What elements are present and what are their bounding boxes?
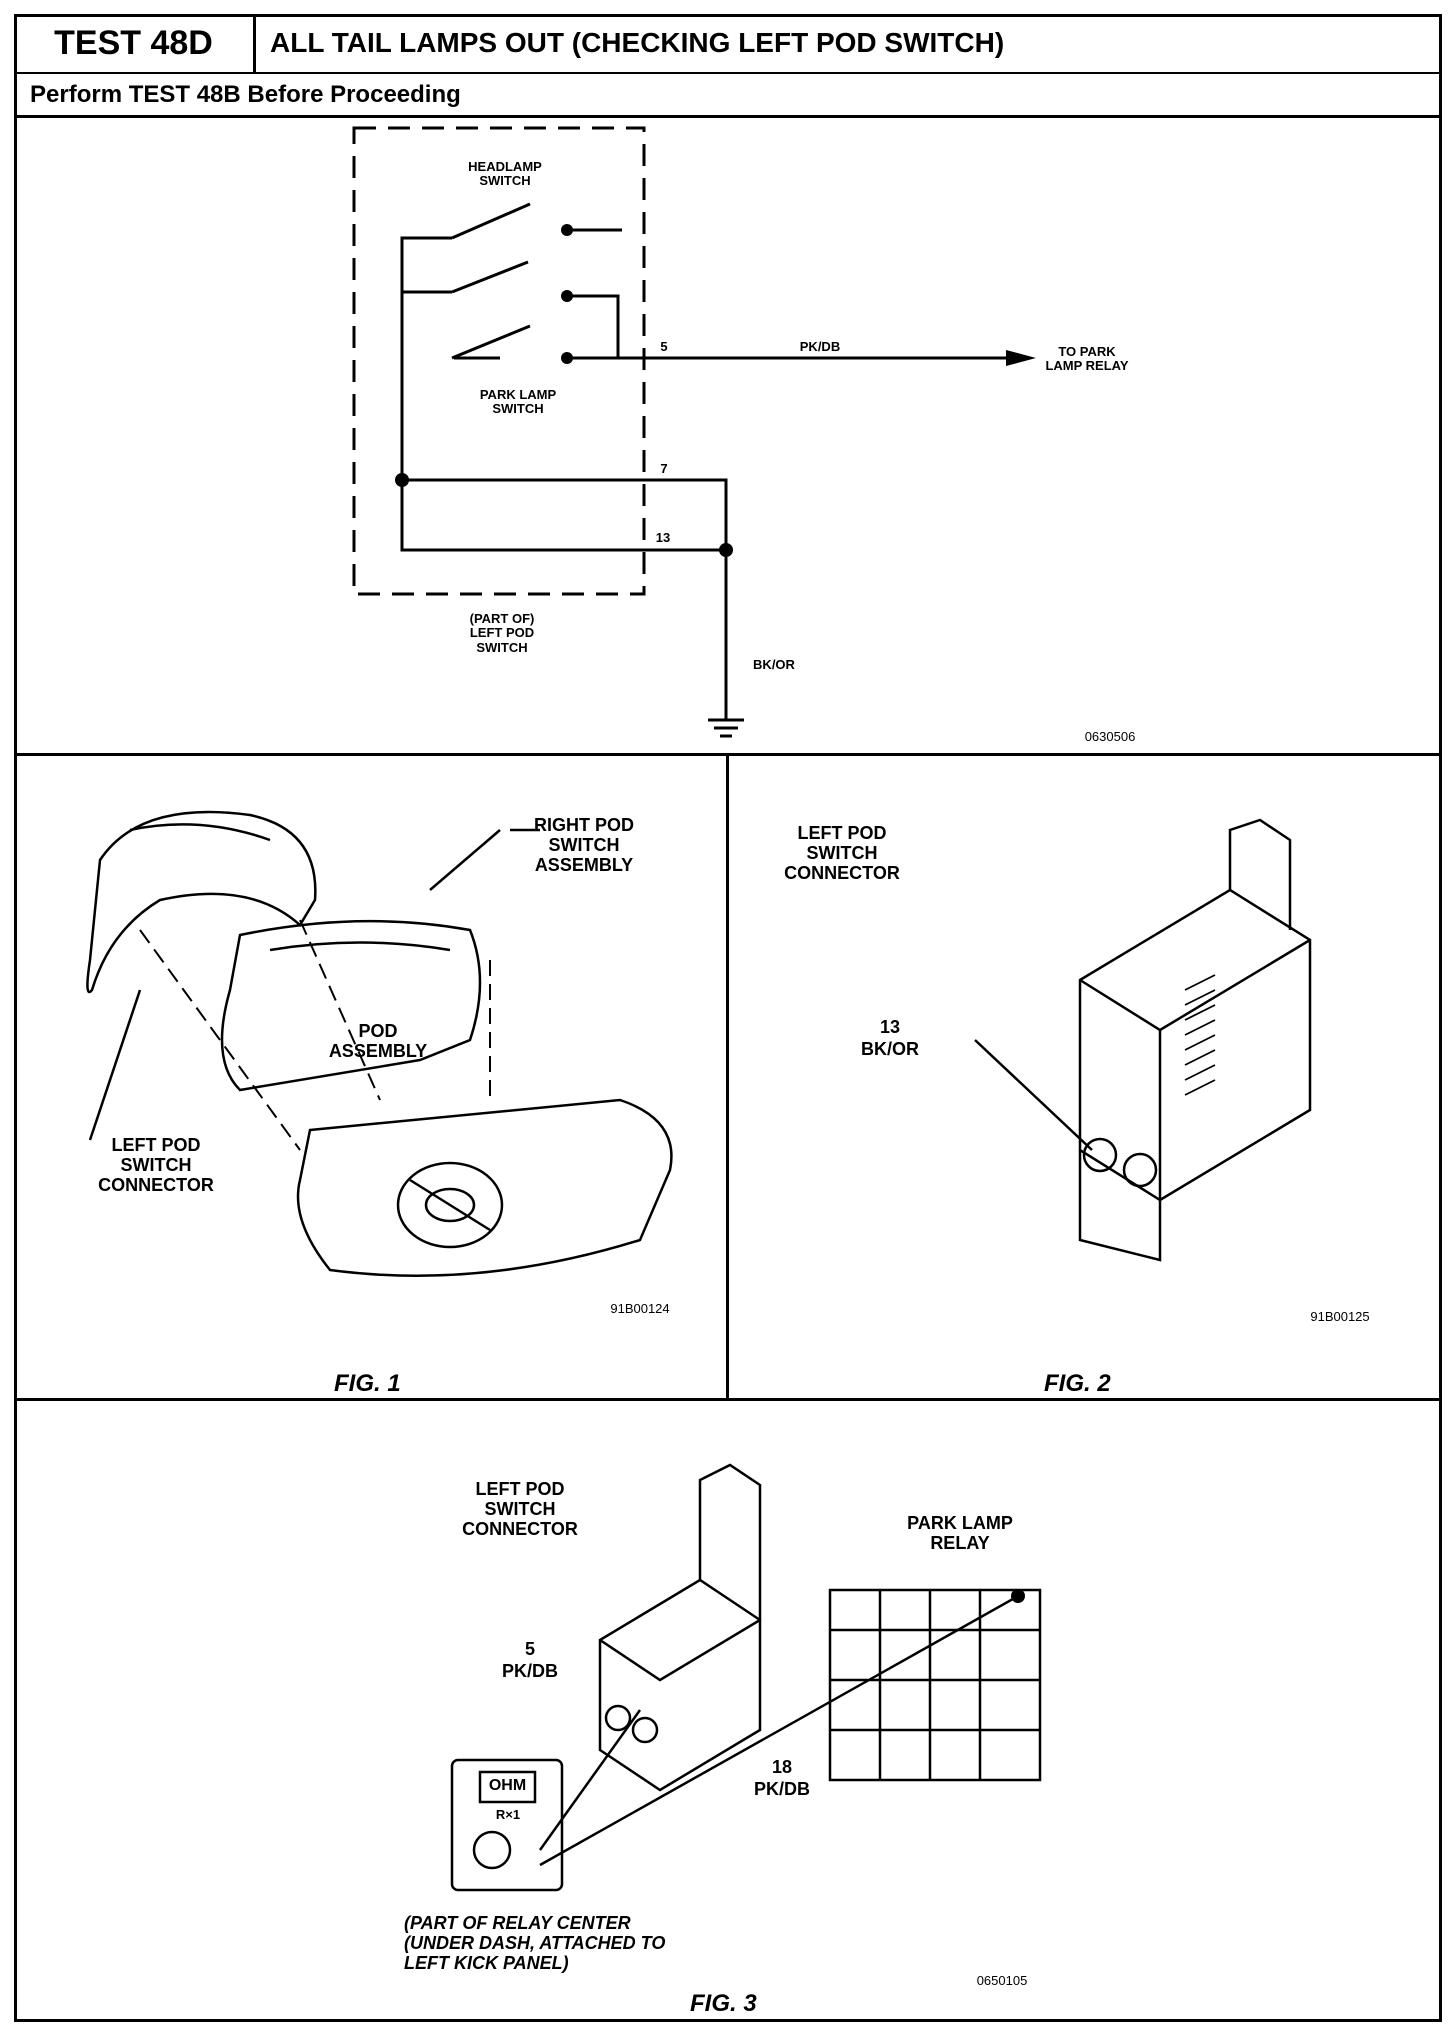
fig2-ref-number: 91B00125	[1310, 1309, 1370, 1324]
left-pod-switch-connector-label-fig2: LEFT POD SWITCH CONNECTOR	[784, 823, 900, 883]
schematic-ref-number: 0630506	[1084, 729, 1136, 744]
wire-bk-or-label: BK/OR	[753, 657, 795, 672]
fig3-wire-5-label: PK/DB	[501, 1661, 558, 1681]
ohmmeter-range: R×1	[495, 1807, 521, 1822]
test-id: TEST 48D	[14, 14, 256, 74]
fig1-ref-number: 91B00124	[610, 1301, 670, 1316]
pin-5-label: 5	[660, 339, 668, 354]
fig2-caption: FIG. 2	[1044, 1370, 1111, 1397]
fig3-wire-18-label: PK/DB	[753, 1779, 810, 1799]
to-park-lamp-relay-label: TO PARK LAMP RELAY	[1045, 344, 1129, 374]
relay-center-note: (PART OF RELAY CENTER (UNDER DASH, ATTAC…	[404, 1913, 666, 1973]
divider-fig1-fig2	[726, 753, 729, 1400]
pin-13-label: 13	[655, 530, 671, 545]
right-pod-switch-assembly-label: RIGHT POD SWITCH ASSEMBLY	[533, 815, 634, 875]
test-title: ALL TAIL LAMPS OUT (CHECKING LEFT POD SW…	[256, 14, 1442, 74]
park-lamp-switch-label: PARK LAMP SWITCH	[479, 387, 557, 417]
part-of-left-pod-switch-label: (PART OF) LEFT POD SWITCH	[469, 611, 535, 655]
wire-pk-db-label: PK/DB	[799, 339, 841, 354]
fig3-ref-number: 0650105	[976, 1973, 1028, 1988]
pod-assembly-label: POD ASSEMBLY	[328, 1021, 428, 1061]
pin-7-label: 7	[660, 461, 668, 476]
fig3-pin-5-label: 5	[524, 1639, 535, 1659]
relay-center	[828, 1588, 1042, 1782]
page-frame	[14, 14, 1442, 2022]
left-pod-switch-connector-label-fig3: LEFT POD SWITCH CONNECTOR	[462, 1479, 578, 1539]
ohmmeter-display: OHM	[488, 1777, 527, 1794]
park-lamp-relay-label: PARK LAMP RELAY	[907, 1513, 1013, 1553]
headlamp-switch-label: HEADLAMP SWITCH	[468, 159, 542, 189]
prerequisite-note: Perform TEST 48B Before Proceeding	[14, 74, 1442, 118]
fig2-wire-bk-or-label: BK/OR	[861, 1039, 919, 1059]
pod-switch-boundary	[352, 126, 646, 596]
divider-fig3	[14, 1398, 1442, 1401]
fig3-pin-18-label: 18	[771, 1757, 793, 1777]
fig1-caption: FIG. 1	[334, 1370, 401, 1397]
left-pod-switch-connector-label-fig1: LEFT POD SWITCH CONNECTOR	[98, 1135, 214, 1195]
fig3-caption: FIG. 3	[690, 1990, 757, 2017]
ohmmeter-body	[450, 1758, 564, 1892]
fig2-pin-13-label: 13	[879, 1017, 901, 1037]
